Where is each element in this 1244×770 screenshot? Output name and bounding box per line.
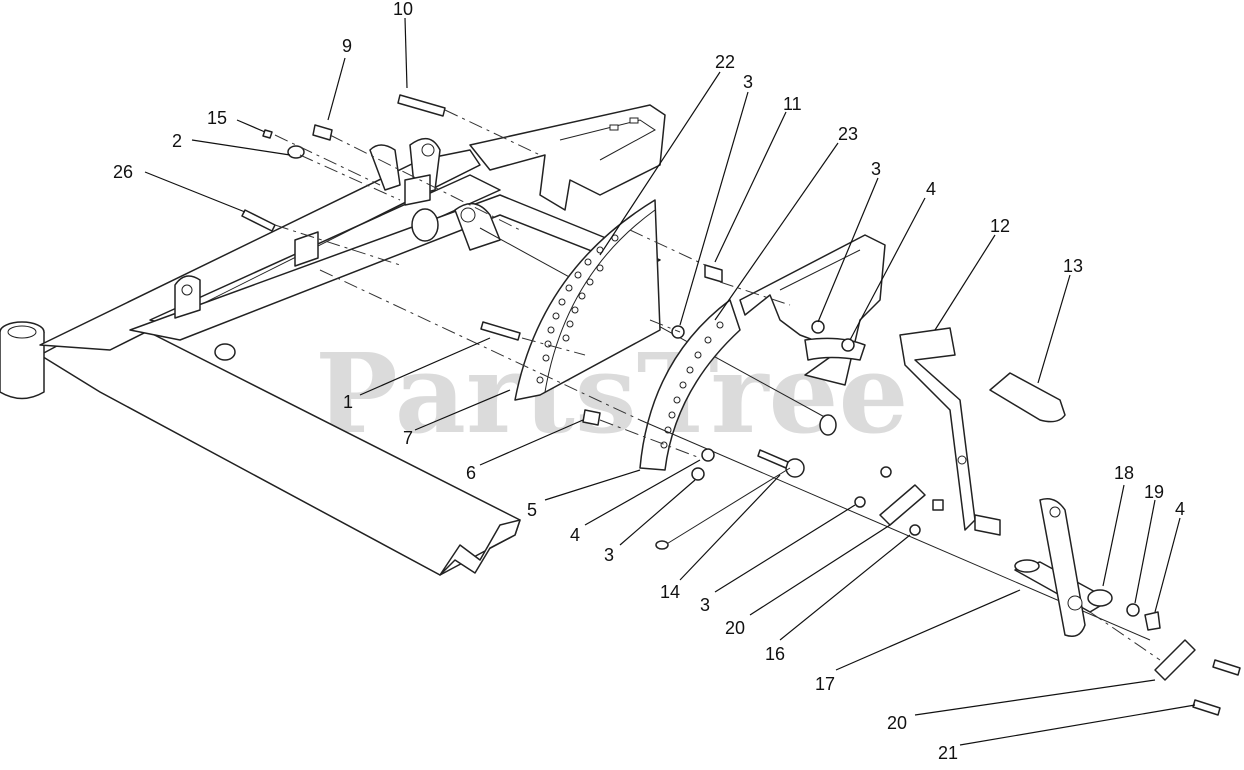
callout-18: 18	[1114, 463, 1134, 483]
main-frame	[0, 104, 837, 576]
callout-12: 12	[990, 216, 1010, 236]
pedal-pad	[989, 372, 1066, 423]
callout-21: 21	[938, 743, 958, 763]
callout-17: 17	[815, 674, 835, 694]
callout-9: 9	[342, 36, 352, 56]
callout-22: 22	[715, 52, 735, 72]
callout-13: 13	[1063, 256, 1083, 276]
callout-4: 4	[1175, 499, 1185, 519]
callout-3: 3	[743, 72, 753, 92]
pedal-arm	[899, 327, 1001, 536]
callout-15: 15	[207, 108, 227, 128]
callout-7: 7	[403, 428, 413, 448]
center-lines	[274, 109, 1161, 661]
callout-16: 16	[765, 644, 785, 664]
link-plates	[879, 484, 1196, 681]
callout-2: 2	[172, 131, 182, 151]
hardware	[241, 94, 1241, 716]
callout-11: 11	[783, 94, 802, 114]
callout-23: 23	[838, 124, 858, 144]
callout-5: 5	[527, 500, 537, 520]
callout-20: 20	[725, 618, 745, 638]
callout-4: 4	[926, 179, 936, 199]
callout-10: 10	[393, 0, 413, 19]
callout-20: 20	[887, 713, 907, 733]
callout-26: 26	[113, 162, 133, 182]
callout-1: 1	[343, 392, 353, 412]
callout-3: 3	[871, 159, 881, 179]
plate-holes	[536, 234, 619, 384]
leader-lines	[144, 17, 1196, 746]
callout-3: 3	[604, 545, 614, 565]
shaft-assembly	[639, 419, 1161, 641]
callout-labels: 10 9 15 2 26 22 3 11 23 3 4 12 13 1 7 6 …	[113, 0, 1185, 763]
callout-19: 19	[1144, 482, 1164, 502]
callout-14: 14	[660, 582, 680, 602]
callout-4: 4	[570, 525, 580, 545]
callout-6: 6	[466, 463, 476, 483]
quadrant-plate	[514, 199, 661, 401]
callout-3: 3	[700, 595, 710, 615]
